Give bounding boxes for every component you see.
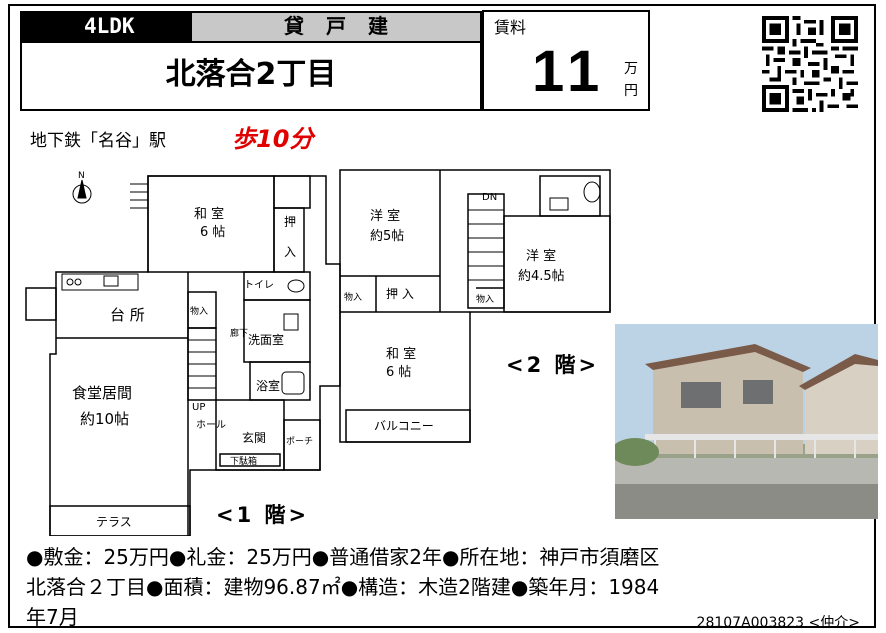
svg-text:押: 押: [284, 215, 296, 229]
property-title: 北落合2丁目: [20, 41, 482, 111]
svg-text:トイレ: トイレ: [244, 280, 274, 291]
floor2-label: <2 階>: [506, 353, 599, 377]
info-line-1: ●敷金：25万円●礼金：25万円●普通借家2年●所在地：神戸市須磨区: [26, 545, 660, 569]
svg-text:廊下: 廊下: [230, 327, 248, 339]
svg-text:6 帖: 6 帖: [200, 225, 225, 240]
svg-text:約4.5帖: 約4.5帖: [518, 269, 565, 284]
room-yoshitsu-45: 洋 室: [526, 248, 556, 264]
north-arrow-icon: [72, 179, 92, 204]
rent-box: 賃料 11 万 円: [482, 10, 650, 111]
svg-text:UP: UP: [192, 402, 205, 413]
rent-unit: 万 円: [622, 58, 640, 102]
rent-unit-yen: 円: [624, 83, 638, 99]
floor1-label: <1 階>: [216, 503, 309, 527]
room-washitsu-1f: 和 室: [194, 206, 224, 222]
room-terrace: テラス: [96, 515, 132, 529]
svg-text:ポーチ: ポーチ: [286, 436, 313, 447]
room-yoshitsu-5: 洋 室: [370, 208, 400, 224]
room-washroom: 洗面室: [248, 332, 284, 347]
rent-unit-man: 万: [624, 61, 638, 77]
room-bath: 浴室: [256, 378, 280, 393]
svg-text:物入: 物入: [476, 293, 494, 305]
svg-text:物入: 物入: [344, 291, 362, 303]
room-dining: 食堂居間: [72, 384, 132, 402]
floor-plan: N 和 室 6 帖 押 入 トイレ 台 所 物入 洗面室 浴室 食堂居間 約10…: [25, 169, 611, 536]
room-entrance: 玄関: [242, 430, 266, 445]
washitsu-1f: [147, 175, 275, 273]
house-photo: [615, 324, 878, 519]
svg-text:6 帖: 6 帖: [386, 365, 411, 380]
property-info: ●敷金：25万円●礼金：25万円●普通借家2年●所在地：神戸市須磨区 北落合２丁…: [26, 542, 872, 632]
floor1-outline: [49, 175, 341, 536]
svg-text:約5帖: 約5帖: [370, 229, 404, 244]
svg-text:N: N: [78, 171, 85, 181]
info-line-3: 年7月: [26, 605, 79, 629]
rent-label: 賃料: [494, 18, 527, 37]
info-line-2: 北落合２丁目●面積：建物96.87㎡●構造：木造2階建●築年月：1984: [26, 575, 660, 599]
property-type-badge: 貸戸建: [192, 11, 482, 41]
balcony: バルコニー: [374, 419, 434, 433]
svg-text:ホール: ホール: [196, 419, 226, 431]
listing-sheet: 4LDK 貸戸建 北落合2丁目 賃料 11 万 円: [8, 4, 878, 631]
svg-text:入: 入: [284, 245, 296, 259]
rent-value: 11: [532, 39, 606, 104]
qr-code-icon[interactable]: [762, 16, 858, 112]
layout-badge: 4LDK: [20, 11, 192, 41]
stair-curve-box: [273, 175, 311, 209]
listing-code: 28107A003823 <仲介>: [696, 615, 860, 631]
station-name: 地下鉄「名谷」駅: [30, 131, 166, 151]
svg-text:下駄箱: 下駄箱: [230, 455, 257, 467]
walk-time: 歩10分: [232, 125, 314, 153]
svg-text:押 入: 押 入: [386, 287, 414, 301]
svg-text:DN: DN: [482, 192, 497, 203]
svg-text:約10帖: 約10帖: [80, 410, 129, 428]
svg-text:物入: 物入: [190, 305, 208, 317]
room-kitchen: 台 所: [110, 306, 145, 324]
room-washitsu-2f: 和 室: [386, 346, 416, 362]
